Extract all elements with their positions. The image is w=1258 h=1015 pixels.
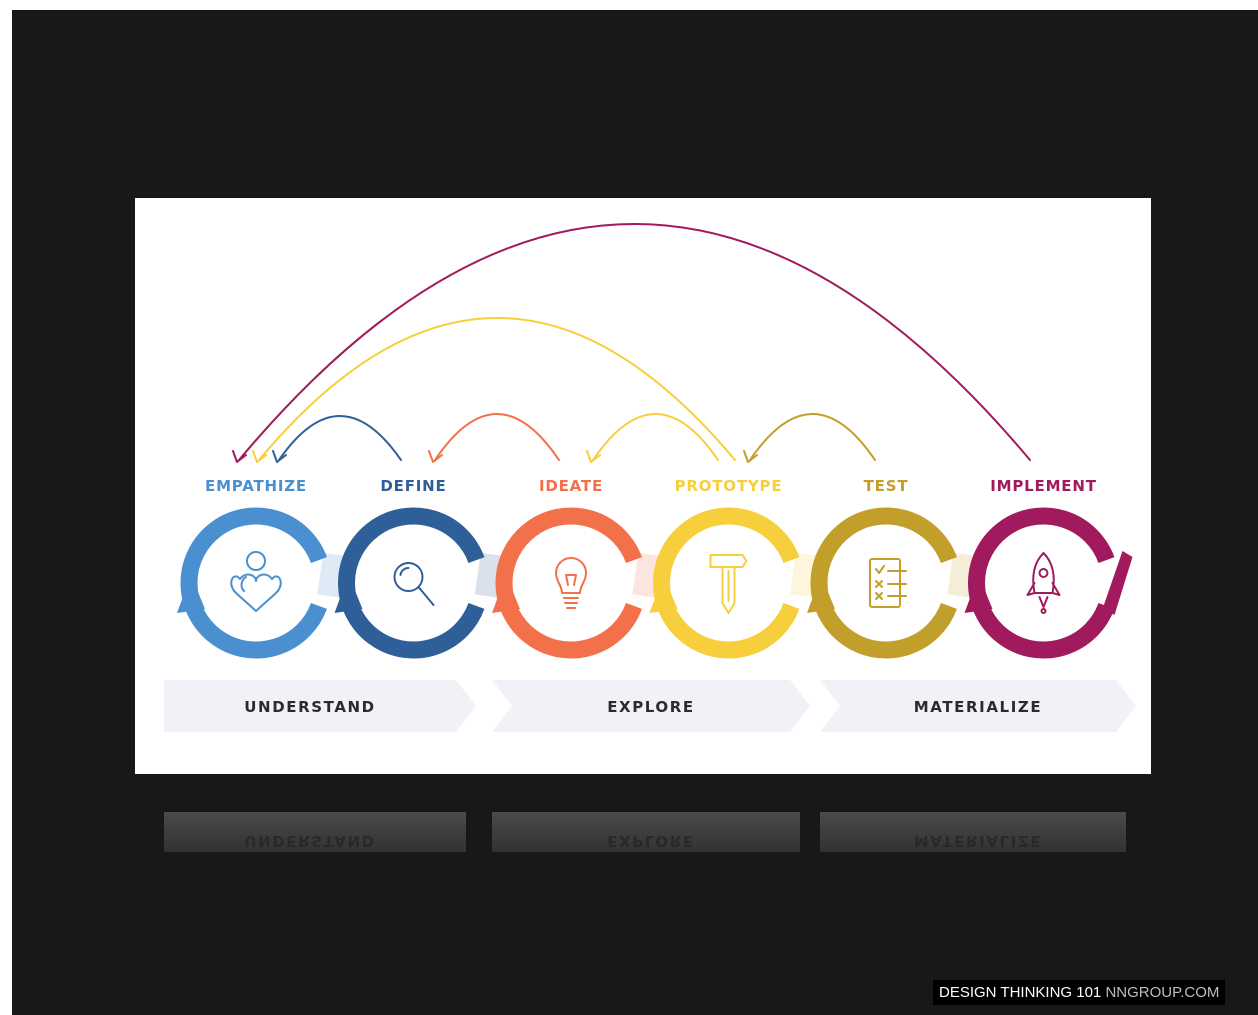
stage-label-empathize: EMPATHIZE (205, 477, 307, 495)
stage-label-define: DEFINE (380, 477, 446, 495)
person-heart-icon (230, 551, 282, 612)
reflection-fade (135, 774, 1151, 894)
arc-implement-to-empathize (232, 223, 1031, 463)
arc-test-to-prototype (586, 413, 719, 463)
rocket-icon (1026, 552, 1061, 614)
ring-ideate (492, 507, 664, 659)
phase-explore: EXPLORE (492, 680, 810, 732)
ring-empathize (177, 507, 349, 659)
slide-frame: EMPATHIZE DEFINE IDEATE PROTOTYPE TEST IMPLEM… (12, 10, 1258, 1015)
diagram-canvas: EMPATHIZE DEFINE IDEATE PROTOTYPE TEST IMPLEM… (164, 223, 1136, 732)
phase-understand: UNDERSTAND (164, 680, 476, 732)
slide-caption: DESIGN THINKING 101 NNGROUP.COM (933, 980, 1226, 1005)
lightbulb-icon (555, 557, 587, 609)
ring-implement (964, 507, 1115, 659)
caption-title: DESIGN THINKING 101 (939, 984, 1102, 1001)
arc-implement-to-test (743, 413, 876, 463)
arc-prototype-to-ideate (428, 413, 560, 463)
arc-prototype-to-empathize (252, 317, 736, 463)
stage-label-ideate: IDEATE (539, 477, 603, 495)
stage-label-test: TEST (864, 477, 909, 495)
phase-materialize: MATERIALIZE (820, 680, 1136, 732)
stage-label-prototype: PROTOTYPE (675, 477, 783, 495)
caption-site: NNGROUP.COM (1105, 984, 1220, 1001)
phase-understand-label: UNDERSTAND (244, 698, 375, 716)
stage-label-implement: IMPLEMENT (990, 477, 1096, 495)
arc-define-to-empathize (272, 415, 402, 463)
magnifier-icon (393, 562, 435, 606)
design-thinking-diagram: EMPATHIZE DEFINE IDEATE PROTOTYPE TEST IMPLEM… (135, 198, 1151, 774)
phase-explore-label: EXPLORE (607, 698, 695, 716)
checklist-icon (869, 558, 907, 608)
implement-tail (1102, 551, 1133, 615)
phase-materialize-label: MATERIALIZE (914, 698, 1042, 716)
hammer-icon (709, 554, 748, 614)
